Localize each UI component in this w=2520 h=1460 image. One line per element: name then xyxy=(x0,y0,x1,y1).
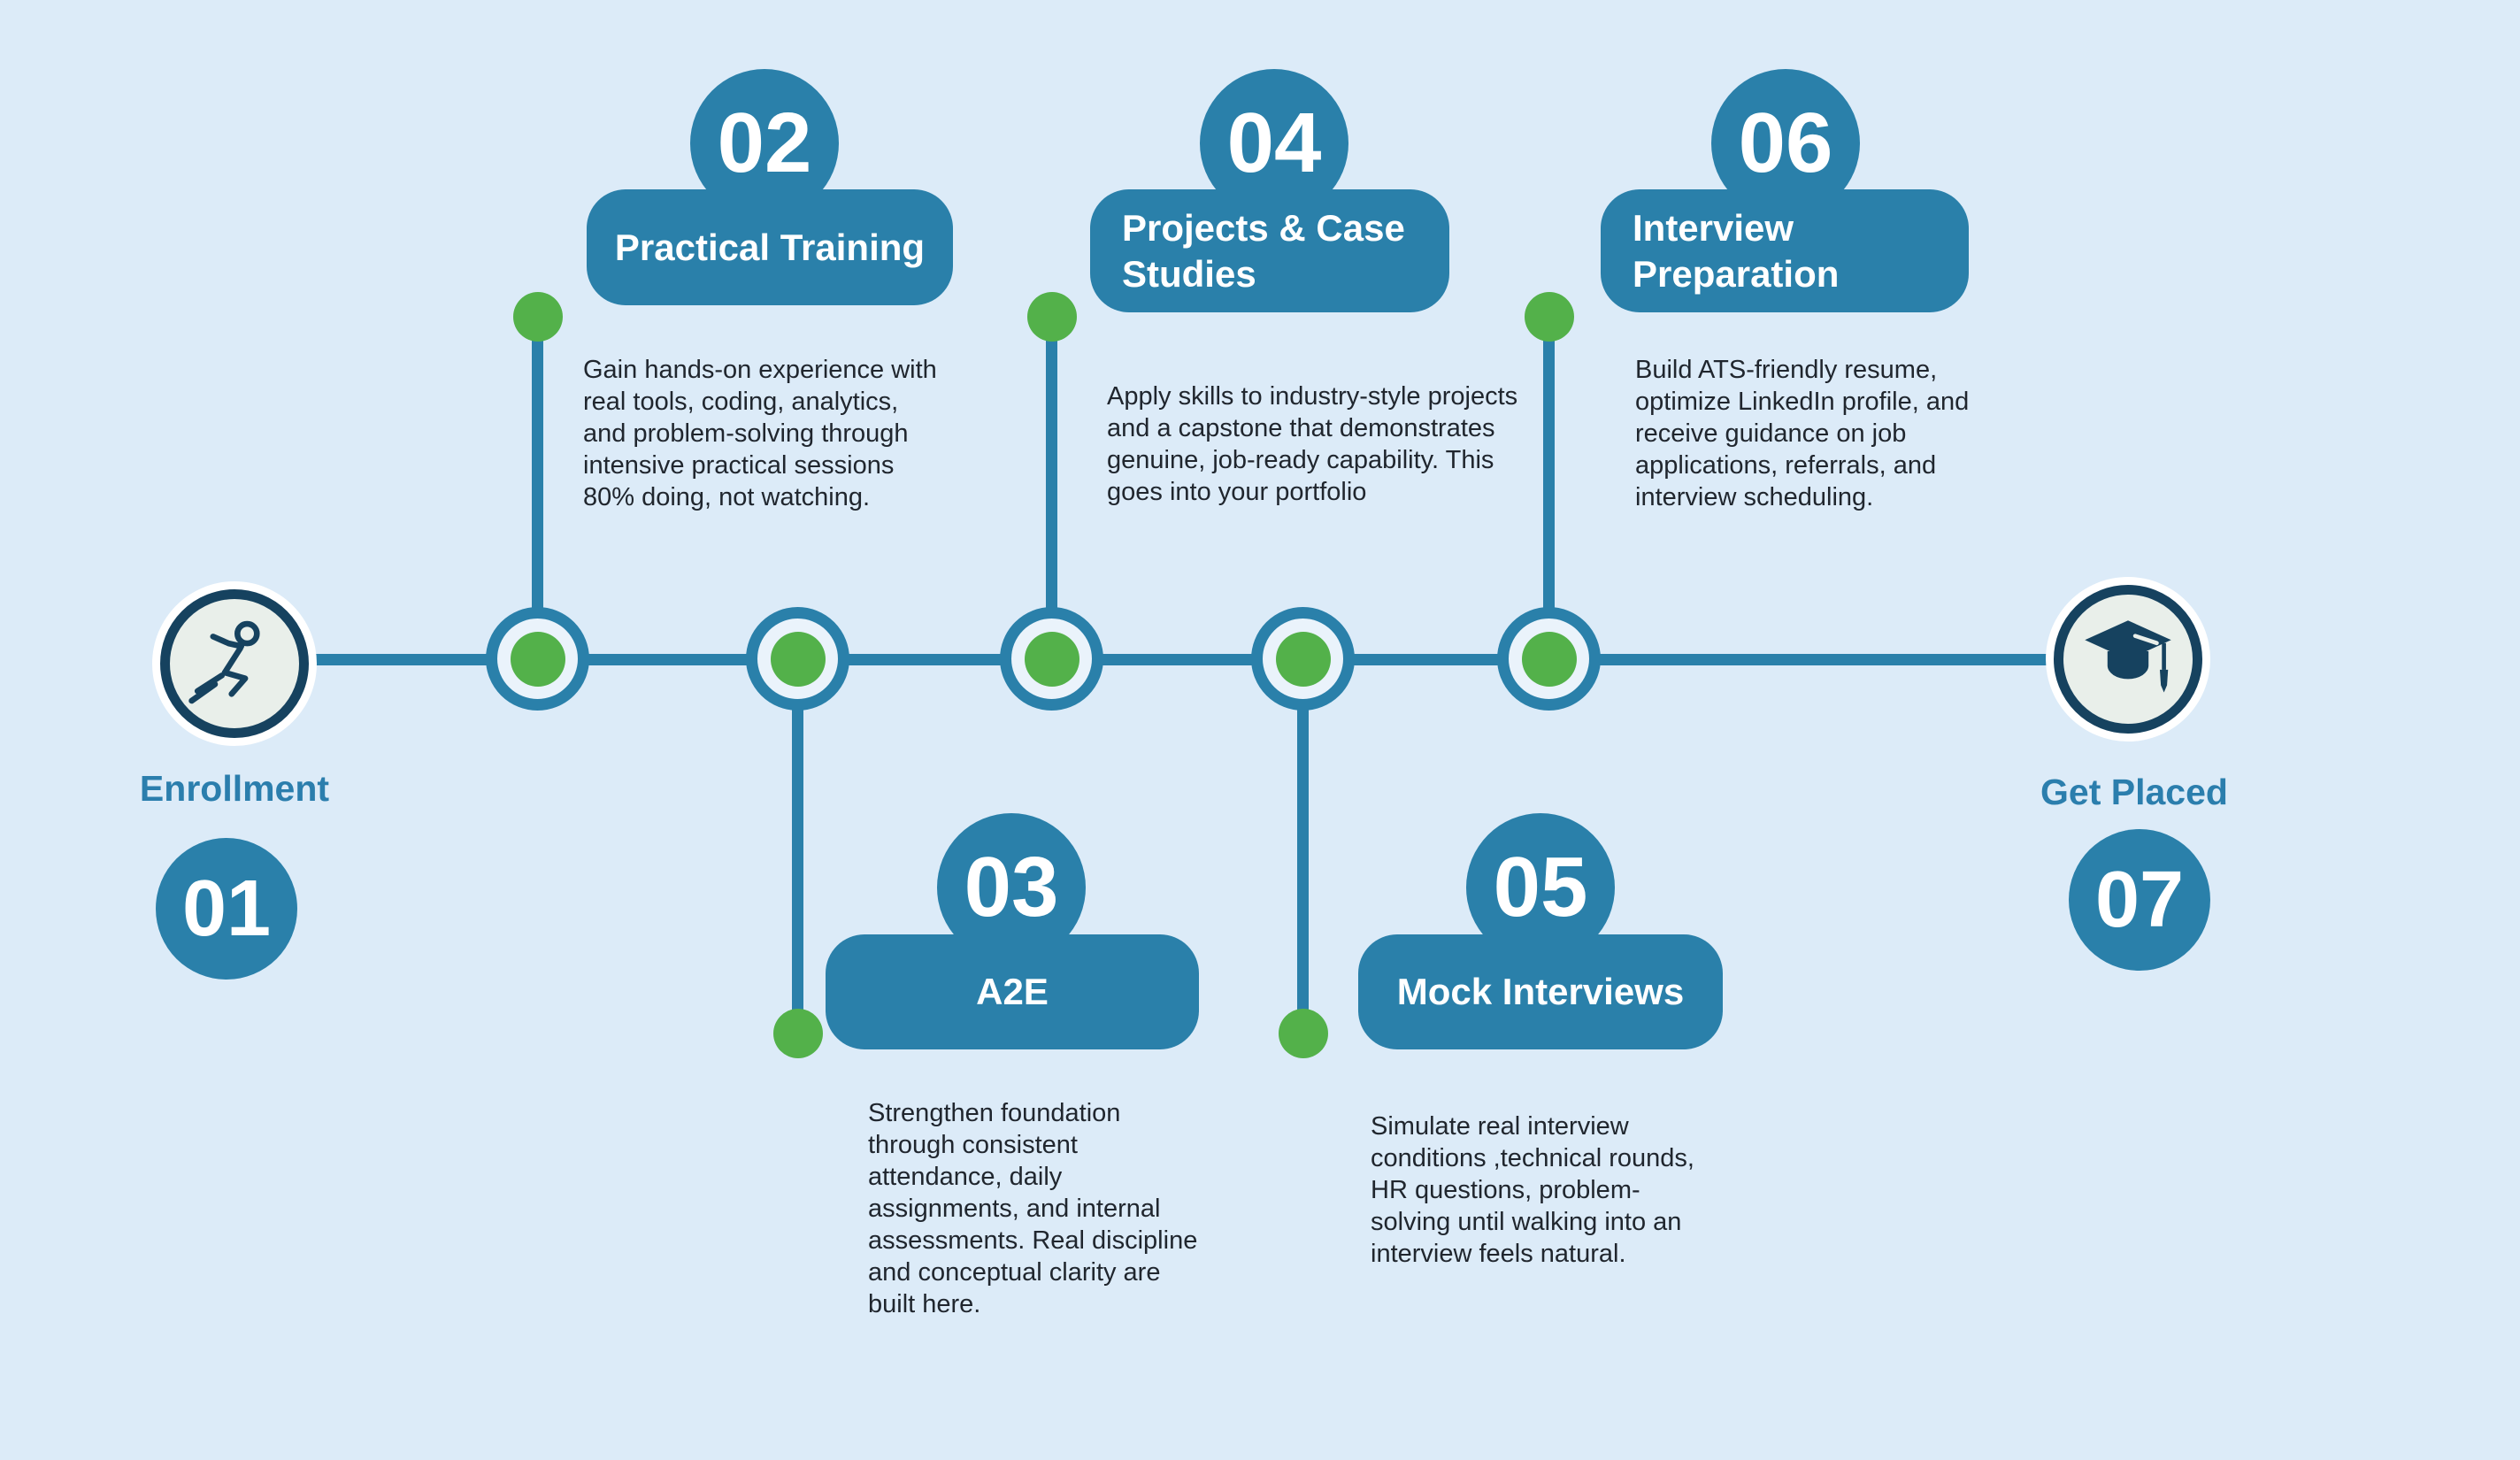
enrollment-icon-circle xyxy=(160,589,309,738)
step-title: Mock Interviews xyxy=(1396,971,1685,1012)
node-green-center xyxy=(770,631,826,687)
enrollment-label: Enrollment xyxy=(139,768,330,809)
step-title: A2E xyxy=(976,971,1049,1012)
stem-dot-step-06 xyxy=(1525,292,1574,342)
timeline-node-1 xyxy=(486,607,589,711)
step-number-01: 01 xyxy=(156,838,297,980)
get-placed-icon-circle xyxy=(2054,585,2202,734)
timeline-node-4 xyxy=(1251,607,1355,711)
connector-stem-step-05 xyxy=(1297,657,1309,1034)
step-title: Interview Preparation xyxy=(1633,206,1840,295)
step-description-practical-training: Gain hands-on experience with real tools… xyxy=(583,356,937,511)
get-placed-label: Get Placed xyxy=(2040,772,2228,812)
stem-dot-step-05 xyxy=(1279,1009,1328,1058)
node-green-center xyxy=(1521,631,1577,687)
step-description-mock-interviews: Simulate real interview conditions ,tech… xyxy=(1371,1112,1694,1268)
step-title-box-interview-preparation: Interview Preparation xyxy=(1601,189,1969,312)
step-title-box-practical-training: Practical Training xyxy=(587,189,953,305)
step-description-projects-case-studies: Apply skills to industry-style projects … xyxy=(1107,382,1518,506)
node-green-center xyxy=(1024,631,1079,687)
connector-stem-step-03 xyxy=(792,657,803,1034)
step-description-interview-preparation: Build ATS-friendly resume, optimize Link… xyxy=(1635,356,1970,511)
step-title: Practical Training xyxy=(614,226,926,268)
stem-dot-step-02 xyxy=(513,292,563,342)
step-description-a2e: Strengthen foundation through consistent… xyxy=(868,1099,1198,1318)
step-number-06: 06 xyxy=(1711,69,1860,218)
timeline-node-2 xyxy=(746,607,849,711)
node-green-center xyxy=(1275,631,1331,687)
step-title-box-mock-interviews: Mock Interviews xyxy=(1358,934,1723,1049)
step-number-07: 07 xyxy=(2069,829,2210,971)
timeline-node-3 xyxy=(1000,607,1103,711)
connector-stem-step-04 xyxy=(1046,317,1057,662)
step-title-box-a2e: A2E xyxy=(826,934,1199,1049)
stem-dot-step-03 xyxy=(773,1009,823,1058)
step-title: Projects & Case Studies xyxy=(1122,206,1405,295)
timeline-line xyxy=(310,654,2054,665)
connector-stem-step-02 xyxy=(532,317,543,662)
connector-stem-step-06 xyxy=(1543,317,1555,662)
node-green-center xyxy=(510,631,565,687)
step-title-box-projects-case-studies: Projects & Case Studies xyxy=(1090,189,1449,312)
graduation-cap-icon xyxy=(2077,606,2179,713)
stem-dot-step-04 xyxy=(1027,292,1077,342)
running-person-icon xyxy=(186,613,283,715)
timeline-node-5 xyxy=(1497,607,1601,711)
